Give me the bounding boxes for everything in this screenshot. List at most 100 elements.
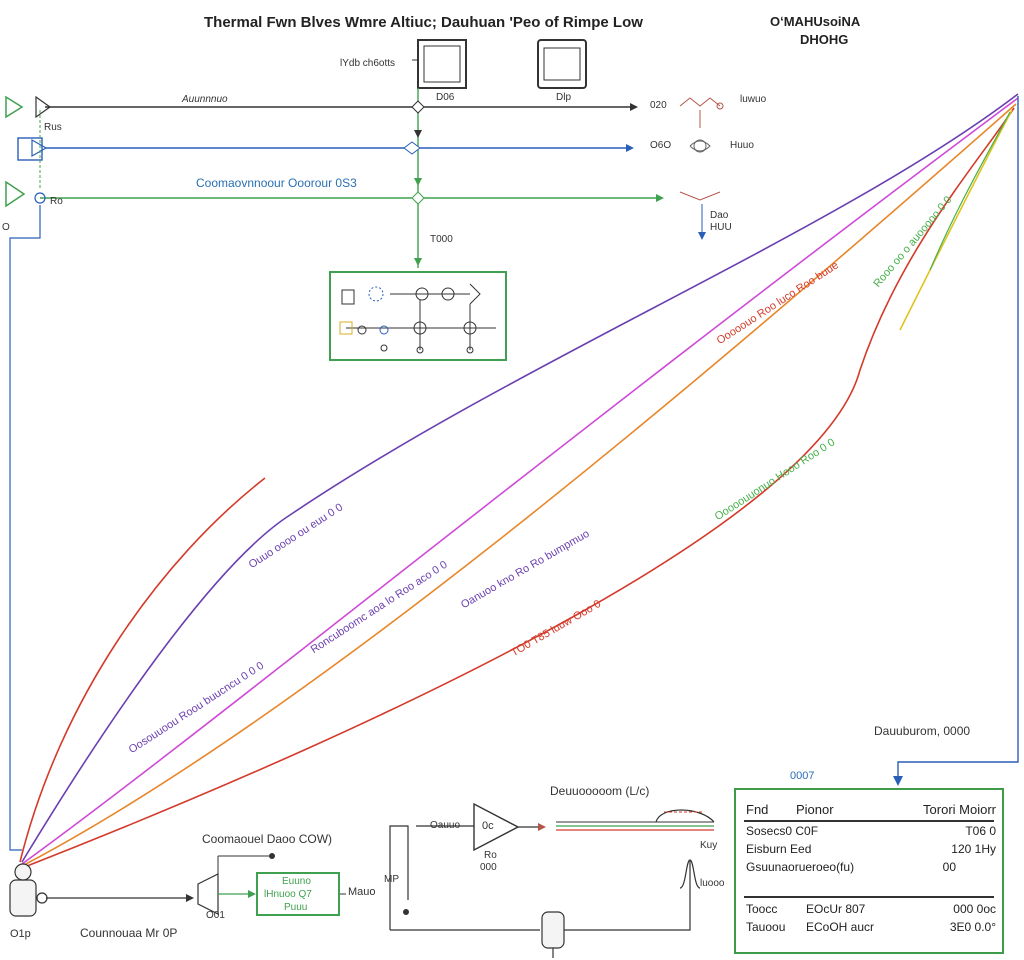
amp-feed-node (403, 909, 409, 915)
down-arrow-1 (414, 130, 422, 138)
component-box-1-inner (423, 45, 461, 83)
right-pin-label2: luooo (700, 878, 725, 889)
panel-row-1-value: T06 0 (965, 824, 996, 838)
bottom-left-arrow (186, 894, 194, 902)
node-green-left (34, 192, 46, 204)
after-box-label: Mauo (348, 886, 376, 898)
amp-below-label1: Ro (484, 850, 497, 861)
line1-end-value: 020 (650, 100, 667, 111)
schematic-box (329, 271, 507, 361)
curve-yellow (899, 109, 1013, 331)
box2-caption: Dlp (556, 92, 572, 103)
amp-below-label2: 000 (480, 862, 497, 873)
panel-footer-2-col3: 3E0 0.0° (949, 920, 996, 934)
panel-footer-2-col1: Tauoou (746, 920, 786, 934)
right-pin-label: Kuy (700, 840, 718, 851)
trace-bump (655, 809, 715, 823)
line1-label: Auunnnuo (182, 94, 228, 105)
component-box-2 (537, 39, 587, 89)
top-small-label: lYdb ch6otts (340, 58, 396, 69)
down-arrow-2 (414, 178, 422, 186)
line1-end-label: luwuo (740, 94, 767, 105)
amp-symbol-label: 0c (482, 820, 494, 832)
blue-bracket (17, 137, 43, 161)
bottom-center-device (541, 911, 565, 958)
bottom-left-label3: O1p (10, 928, 31, 940)
diagram-title: Thermal Fwn Blves Wmre Altiuc; Dauhuan '… (204, 14, 643, 31)
panel-rule-top (744, 820, 994, 822)
box1-caption: D06 (436, 92, 455, 103)
left-blue-feed (9, 205, 41, 851)
bottom-left-label2: Counnouaa Mr 0P (80, 926, 178, 940)
bottom-left-label1: Coomaouel Daoo COW) (202, 832, 333, 846)
panel-footer-1-col2: EOcUr 807 (806, 902, 866, 916)
line2-end-label: Huuo (730, 140, 754, 151)
mux-shape (197, 873, 219, 915)
panel-row-3-value: 00 (942, 860, 956, 874)
bottom-mid-label: Deuuooooom (L/c) (550, 784, 650, 798)
corner-title-line1: OʻMAHUsoiNA (770, 14, 861, 29)
curve-purple (21, 93, 1019, 863)
mux-top-node (269, 853, 275, 859)
amp-feed (389, 825, 409, 930)
diode-blue (31, 138, 48, 158)
left-edge-label: O (2, 222, 10, 233)
line3-end-label2: HUU (710, 222, 732, 233)
amplifier (473, 802, 520, 852)
panel-footer-1-col3: 000 0oc (953, 902, 996, 916)
arrow-head-2 (626, 144, 634, 152)
right-blue-return (897, 96, 1019, 784)
mid-pin-label: MP (384, 874, 399, 885)
symbol-cluster-3 (679, 191, 721, 240)
corner-title-line2: DHOHG (800, 32, 849, 47)
panel-header-col3: Torori Moiorr (923, 802, 996, 817)
source-triangle-top (5, 95, 24, 119)
green-box-line3: Puuu (284, 902, 308, 913)
bottom-green-box: Euuno lHnuoo Q7 Puuu (256, 872, 340, 916)
left-pin-label: Rus (44, 122, 62, 133)
schematic-contents (339, 283, 496, 354)
green-box-line2: lHnuoo Q7 (264, 889, 312, 900)
component-box-1 (417, 39, 467, 89)
panel-arrow (893, 776, 903, 786)
right-probe-wire (560, 860, 691, 931)
bottom-right-label: Dauuburom, 0000 (874, 724, 971, 738)
curve-red-long (21, 107, 1015, 869)
down-arrow-3 (414, 258, 422, 266)
amp-out-arrow (538, 823, 546, 831)
mux-arrow (248, 890, 256, 898)
mux-label: O01 (206, 910, 225, 921)
diode-top (35, 95, 52, 119)
line2-end-value: O6O (650, 140, 672, 151)
data-panel: Fnd Pionor Torori Moiorr Sosecs0 C0F T06… (734, 788, 1004, 954)
green-box-line1: Euuno (282, 876, 311, 887)
arrow-head-3 (656, 194, 664, 202)
panel-footer-1-col1: Toocc (746, 902, 778, 916)
line3-label: Coomaovnnoour Ooorour 0S3 (196, 176, 357, 190)
panel-row-2-label: Eisburn Eed (746, 842, 812, 856)
vertical-wire-label: T000 (430, 234, 453, 245)
panel-top-label: 0007 (790, 770, 815, 782)
panel-header-col1: Fnd (746, 802, 769, 817)
curve-red-left (19, 477, 266, 863)
component-box-2-inner (543, 47, 581, 81)
junction-diamond-3 (411, 191, 425, 205)
symbol-cluster-1 (679, 97, 724, 128)
junction-diamond-1 (411, 100, 425, 114)
source-triangle-green (5, 180, 26, 208)
line3-left-label: Ro (50, 196, 63, 207)
bottom-left-device (9, 863, 48, 917)
panel-rule-bottom (744, 896, 994, 898)
line3-end-label1: Dao (710, 210, 729, 221)
panel-row-1-label: Sosecs0 C0F (746, 824, 819, 838)
junction-diamond-2 (403, 141, 421, 155)
amp-left-label: Oauuo (430, 820, 461, 831)
curve-green-right (929, 111, 1011, 271)
panel-row-2-value: 120 1Hy (951, 842, 996, 856)
arrow-head-1 (630, 103, 638, 111)
panel-header-col2: Pionor (796, 802, 834, 817)
curve-magenta (21, 97, 1019, 865)
panel-row-3-label: Gsuunaorueroeo(fu) (746, 860, 855, 874)
curve-orange (21, 103, 1017, 867)
